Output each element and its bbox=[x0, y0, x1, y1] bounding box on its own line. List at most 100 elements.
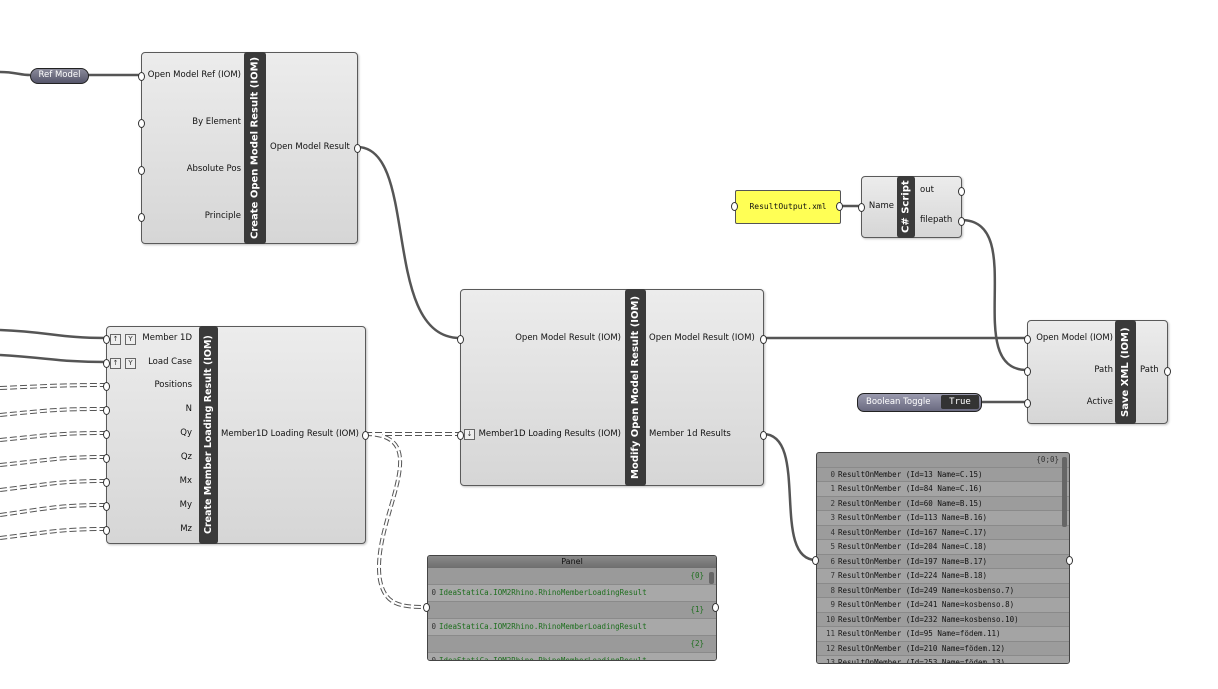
modify-open-model-result-component[interactable]: Modify Open Model Result (IOM) Open Mode… bbox=[457, 289, 767, 486]
panel-scrollbar[interactable] bbox=[1062, 457, 1067, 527]
input-grip[interactable] bbox=[103, 335, 110, 344]
input-mx: Mx bbox=[179, 476, 192, 486]
input-grip[interactable] bbox=[138, 213, 145, 222]
input-grip[interactable] bbox=[138, 72, 145, 81]
component-title: Modify Open Model Result (IOM) bbox=[625, 289, 646, 486]
filter-icon[interactable]: Y bbox=[125, 358, 136, 369]
row-index: 5 bbox=[830, 542, 835, 551]
input-grip[interactable] bbox=[103, 502, 110, 511]
graft-icon[interactable]: ↑ bbox=[110, 334, 121, 345]
row-text: IdeaStatiCa.IOM2Rhino.RhinoMemberLoading… bbox=[439, 656, 647, 661]
save-xml-component[interactable]: Save XML (IOM) Open Model (IOM) Path Act… bbox=[1024, 320, 1171, 424]
input-grip[interactable] bbox=[103, 454, 110, 463]
input-absolute-pos: Absolute Pos bbox=[186, 164, 241, 174]
row-text: ResultOnMember (Id=232 Name=kosbenso.10) bbox=[838, 614, 1019, 624]
panel-scrollbar[interactable] bbox=[709, 572, 714, 584]
row-text: ResultOnMember (Id=13 Name=C.15) bbox=[838, 469, 983, 479]
output-grip[interactable] bbox=[836, 202, 843, 211]
input-grip[interactable] bbox=[138, 166, 145, 175]
row-index: 7 bbox=[830, 571, 835, 580]
input-grip[interactable] bbox=[1024, 335, 1031, 344]
row-index: 2 bbox=[830, 498, 835, 508]
input-positions: Positions bbox=[154, 380, 192, 390]
ref-model-param[interactable]: Ref Model bbox=[30, 68, 89, 84]
input-grip[interactable] bbox=[103, 526, 110, 535]
input-grip[interactable] bbox=[457, 335, 464, 344]
input-member1d-loading-results: Member1D Loading Results (IOM) bbox=[478, 429, 621, 439]
input-mz: Mz bbox=[180, 524, 192, 534]
row-text: ResultOnMember (Id=210 Name=födem.12) bbox=[838, 643, 1006, 653]
toggle-value[interactable]: True bbox=[941, 395, 979, 409]
output-grip[interactable] bbox=[958, 217, 965, 226]
input-grip[interactable] bbox=[731, 202, 738, 211]
row-index: 12 bbox=[825, 643, 835, 653]
flatten-icon[interactable]: ↓ bbox=[464, 429, 475, 440]
input-name: Name bbox=[868, 201, 894, 211]
output-out: out bbox=[920, 185, 934, 195]
output-grip[interactable] bbox=[354, 144, 361, 153]
input-grip[interactable] bbox=[858, 203, 865, 212]
input-grip[interactable] bbox=[423, 603, 430, 612]
input-grip[interactable] bbox=[457, 431, 464, 440]
create-open-model-result-component[interactable]: Create Open Model Result (IOM) Open Mode… bbox=[138, 52, 361, 244]
row-index: 1 bbox=[830, 484, 835, 493]
wire-result-to-modify bbox=[356, 145, 461, 340]
input-grip[interactable] bbox=[138, 119, 145, 128]
csharp-script-component[interactable]: C# Script Name out filepath bbox=[858, 176, 965, 238]
output-grip[interactable] bbox=[760, 335, 767, 344]
input-grip[interactable] bbox=[103, 382, 110, 391]
input-qy: Qy bbox=[180, 428, 192, 438]
graft-icon[interactable]: ↑ bbox=[110, 358, 121, 369]
input-grip[interactable] bbox=[103, 359, 110, 368]
panel-branch-path: {2} bbox=[428, 636, 716, 653]
input-n: N bbox=[185, 404, 192, 414]
create-member-loading-result-component[interactable]: Create Member Loading Result (IOM) ↑ Y ↑… bbox=[103, 326, 369, 544]
row-index: 0 bbox=[431, 622, 436, 631]
wire-results-to-panel bbox=[762, 432, 817, 562]
panel-branch-path: {1} bbox=[428, 602, 716, 619]
output-grip[interactable] bbox=[1066, 556, 1073, 565]
row-text: ResultOnMember (Id=224 Name=B.18) bbox=[838, 571, 988, 580]
row-text: ResultOnMember (Id=95 Name=födem.11) bbox=[838, 629, 1001, 638]
input-grip[interactable] bbox=[812, 556, 819, 565]
output-grip[interactable] bbox=[1164, 367, 1171, 376]
input-grip[interactable] bbox=[1024, 367, 1031, 376]
toggle-label: Boolean Toggle bbox=[866, 397, 931, 407]
wire-ref-in bbox=[0, 70, 31, 77]
input-qz: Qz bbox=[180, 452, 192, 462]
row-index: 10 bbox=[825, 614, 835, 624]
input-grip[interactable] bbox=[103, 406, 110, 415]
output-grip[interactable] bbox=[362, 431, 369, 440]
input-grip[interactable] bbox=[103, 430, 110, 439]
input-principle: Principle bbox=[204, 211, 241, 221]
output-grip[interactable] bbox=[712, 603, 719, 612]
output-grip[interactable] bbox=[760, 431, 767, 440]
row-index: 6 bbox=[830, 556, 835, 566]
row-text: ResultOnMember (Id=249 Name=kosbenso.7) bbox=[838, 585, 1015, 595]
component-title: C# Script bbox=[897, 176, 915, 238]
row-index: 11 bbox=[825, 629, 835, 638]
filename-panel[interactable]: ResultOutput.xml bbox=[735, 190, 841, 224]
output-grip[interactable] bbox=[958, 187, 965, 196]
input-grip[interactable] bbox=[1024, 399, 1031, 408]
row-text: IdeaStatiCa.IOM2Rhino.RhinoMemberLoading… bbox=[439, 622, 647, 631]
input-path: Path bbox=[1094, 365, 1113, 375]
panel-branch-path: {0;0} bbox=[817, 453, 1069, 468]
output-path: Path bbox=[1140, 365, 1159, 375]
filter-icon[interactable]: Y bbox=[125, 334, 136, 345]
row-index: 13 bbox=[825, 658, 835, 664]
input-my: My bbox=[179, 500, 192, 510]
component-title: Create Open Model Result (IOM) bbox=[244, 52, 266, 244]
input-open-model: Open Model (IOM) bbox=[1036, 333, 1113, 343]
input-grip[interactable] bbox=[103, 478, 110, 487]
panel-branch-path: {0} bbox=[428, 568, 716, 585]
boolean-toggle[interactable]: Boolean Toggle True bbox=[857, 393, 982, 412]
